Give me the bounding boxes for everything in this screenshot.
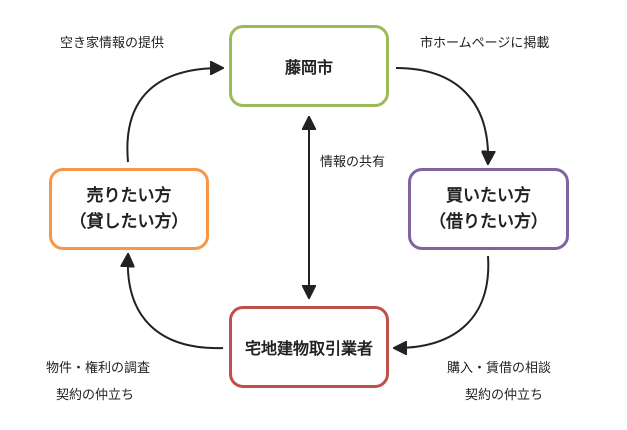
label-contract-mediation-left: 契約の仲立ち [56, 388, 135, 403]
label-info-sharing: 情報の共有 [320, 155, 386, 170]
label-property-survey: 物件・権利の調査 [46, 361, 151, 376]
node-buyer: 買いたい方 （借りたい方） [408, 168, 569, 250]
arrow-seller-to-city [126, 68, 221, 163]
label-city-website: 市ホームページに掲載 [420, 36, 550, 51]
node-fujioka-city-label: 藤岡市 [284, 58, 333, 77]
arrow-agent-to-seller [128, 256, 224, 350]
node-buyer-line2: （借りたい方） [429, 212, 548, 232]
node-seller: 売りたい方 （貸したい方） [49, 168, 209, 250]
node-real-estate-agent: 宅地建物取引業者 [229, 306, 389, 388]
label-vacant-house-info: 空き家情報の提供 [60, 36, 165, 51]
node-seller-line2: （貸したい方） [69, 212, 189, 232]
node-buyer-line1: 買いたい方 [446, 186, 531, 206]
arrow-city-to-buyer [395, 67, 488, 162]
node-real-estate-agent-label: 宅地建物取引業者 [244, 339, 373, 358]
arrow-buyer-to-agent [396, 255, 490, 348]
label-purchase-consult: 購入・賃借の相談 [447, 361, 552, 376]
label-contract-mediation-right: 契約の仲立ち [465, 388, 544, 403]
node-seller-line1: 売りたい方 [86, 186, 172, 206]
node-fujioka-city: 藤岡市 [229, 25, 389, 107]
